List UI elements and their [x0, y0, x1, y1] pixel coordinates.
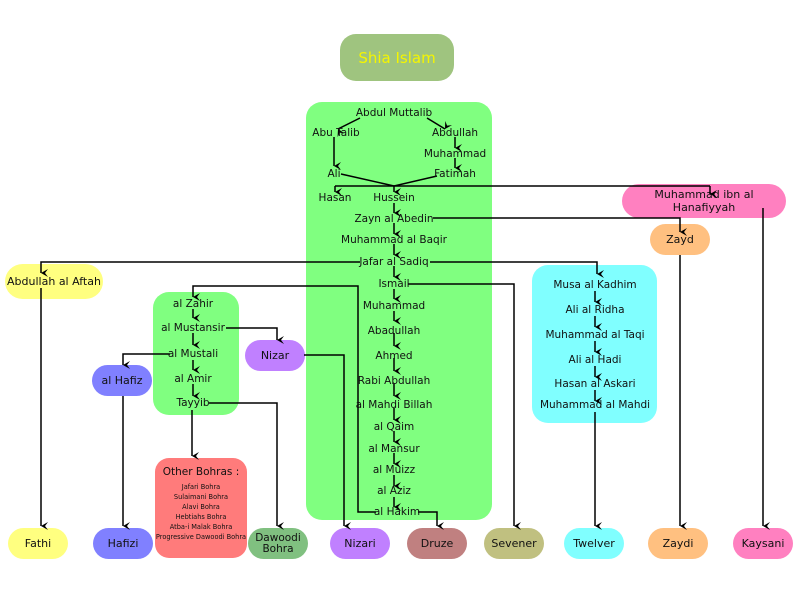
edge: [226, 327, 284, 344]
node-ali-al-hadi: Ali al Hadi: [568, 354, 622, 366]
sect-sevener: Sevener: [484, 528, 544, 559]
node-muhammad-ibn-ismail: Muhammad: [362, 300, 426, 312]
edge: [40, 261, 360, 277]
node-ahmed: Ahmed: [375, 350, 413, 362]
node-hakim: al Hakim: [373, 506, 421, 518]
node-ismail: Ismail: [378, 278, 410, 290]
edge: [209, 402, 284, 530]
node-al-zahir: al Zahir: [172, 298, 214, 310]
node-aftah: Abdullah al Aftah: [5, 264, 103, 299]
sect-kaysani: Kaysani: [733, 528, 793, 559]
node-hasan: Hasan: [318, 192, 352, 204]
node-hasan-al-askari: Hasan al Askari: [554, 378, 636, 390]
node-muizz: al Muizz: [372, 464, 416, 476]
node-qaim: al Qaim: [373, 421, 415, 433]
node-baqir: Muhammad al Baqir: [341, 234, 447, 246]
node-abu-talib: Abu Talib: [312, 127, 360, 139]
bohra-item: Progressive Dawoodi Bohra: [155, 533, 247, 541]
bohra-item: Jafari Bohra: [181, 483, 221, 491]
edge: [192, 285, 376, 513]
node-abadullah: Abadullah: [367, 325, 421, 337]
node-muhammad-al-mahdi: Muhammad al Mahdi: [539, 399, 651, 411]
node-al-hafiz: al Hafiz: [92, 365, 152, 396]
node-al-mustali: al Mustali: [167, 348, 219, 360]
title-node: Shia Islam: [340, 34, 454, 81]
node-mahdi-billah: al Mahdi Billah: [355, 399, 433, 411]
sect-zaydi: Zaydi: [648, 528, 708, 559]
node-zayn: Zayn al Abedin: [354, 213, 434, 225]
edge: [430, 261, 604, 278]
node-aziz: al Aziz: [377, 485, 411, 497]
edge: [433, 217, 687, 236]
other-bohras-heading: Other Bohras :: [162, 466, 240, 478]
edge: [426, 117, 453, 130]
sect-nizari: Nizari: [330, 528, 390, 559]
node-rabi-abdullah: Rabi Abdullah: [357, 375, 431, 387]
edge: [418, 511, 444, 530]
sect-dawoodi-bohra: Dawoodi Bohra: [248, 528, 308, 559]
node-hussein: Hussein: [373, 192, 415, 204]
sect-druze: Druze: [407, 528, 467, 559]
node-other-bohras: Other Bohras : Jafari Bohra Sulaimani Bo…: [155, 458, 247, 558]
node-muhammad-al-taqi: Muhammad al Taqi: [545, 329, 645, 341]
edge: [408, 283, 521, 530]
node-musa-al-kadhim: Musa al Kadhim: [553, 279, 637, 291]
node-ali-al-ridha: Ali al Ridha: [565, 304, 625, 316]
node-muhammad: Muhammad: [423, 148, 487, 160]
node-nizar: Nizar: [245, 340, 305, 371]
edge: [337, 117, 361, 138]
node-jafar: Jafar al Sadiq: [359, 256, 429, 268]
sect-fathi: Fathi: [8, 528, 68, 559]
node-abdul-muttalib: Abdul Muttalib: [355, 107, 433, 119]
node-al-mustansir: al Mustansir: [161, 322, 225, 334]
node-al-amir: al Amir: [174, 373, 212, 385]
node-ali: Ali: [327, 168, 341, 180]
node-hanafiyyah: Muhammad ibn al Hanafiyyah: [622, 184, 786, 218]
bohra-item: Atba-i Malak Bohra: [169, 523, 233, 531]
bohra-item: Sulaimani Bohra: [173, 493, 229, 501]
node-fatimah: Fatimah: [434, 168, 476, 180]
edge: [122, 353, 170, 369]
bohra-item: Alavi Bohra: [182, 503, 220, 511]
sect-hafizi: Hafizi: [93, 528, 153, 559]
bohra-item: Hebtiahs Bohra: [175, 513, 227, 521]
edge: [340, 173, 438, 187]
node-mansur: al Mansur: [368, 443, 420, 455]
sect-twelver: Twelver: [564, 528, 624, 559]
node-abdullah: Abdullah: [431, 127, 479, 139]
edge: [304, 354, 351, 530]
node-tayyib: Tayyib: [176, 397, 210, 409]
